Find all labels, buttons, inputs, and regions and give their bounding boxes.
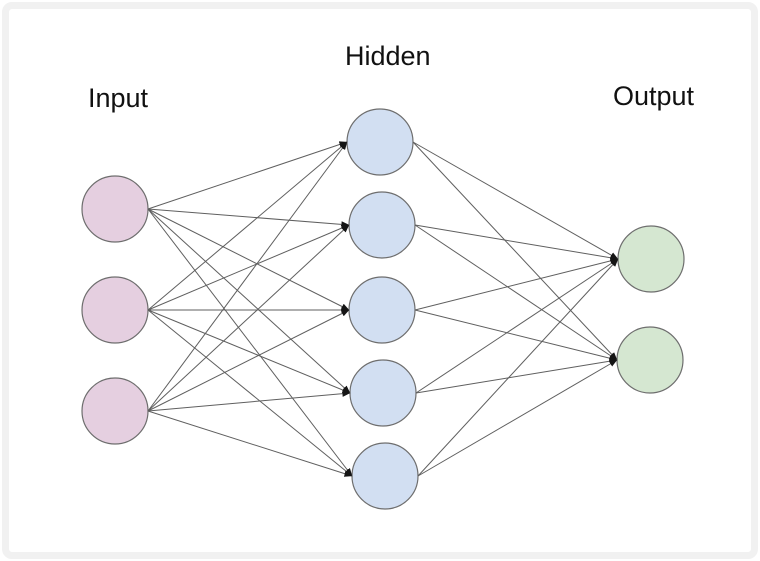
node-hidden-5 [351, 442, 419, 510]
edge-input-3-hidden-1 [147, 141, 348, 412]
edge-input-2-hidden-2 [147, 224, 350, 311]
edge-hidden-5-output-1 [417, 258, 619, 477]
output-layer-label: Output [613, 81, 695, 111]
edge-hidden-4-output-1 [415, 258, 619, 394]
node-input-3 [81, 377, 149, 445]
node-hidden-2 [348, 191, 416, 259]
edge-hidden-3-output-2 [414, 309, 618, 362]
edge-hidden-3-output-1 [414, 257, 619, 311]
node-input-2 [81, 276, 149, 344]
hidden-layer-label: Hidden [345, 41, 431, 71]
node-output-1 [617, 225, 685, 293]
node-output-2 [616, 326, 684, 394]
node-hidden-1 [346, 108, 414, 176]
edge-input-1-hidden-1 [147, 141, 348, 210]
edge-input-1-hidden-4 [147, 208, 351, 394]
edge-hidden-4-output-2 [415, 358, 618, 394]
edge-input-2-hidden-1 [147, 141, 348, 311]
edge-hidden-1-output-2 [412, 141, 618, 361]
input-layer-label: Input [88, 83, 149, 113]
edge-input-3-hidden-4 [147, 390, 351, 412]
node-input-1 [81, 175, 149, 243]
edge-input-2-hidden-4 [147, 309, 351, 394]
edge-hidden-2-output-1 [414, 224, 619, 261]
edge-input-1-hidden-2 [147, 208, 350, 228]
edge-hidden-1-output-1 [412, 141, 619, 260]
node-hidden-4 [349, 359, 417, 427]
edge-hidden-5-output-2 [417, 359, 618, 477]
edge-input-3-hidden-5 [147, 410, 353, 477]
edge-input-2-hidden-5 [147, 309, 353, 477]
edge-hidden-2-output-2 [414, 224, 618, 361]
edge-input-1-hidden-3 [147, 208, 350, 311]
edge-input-3-hidden-2 [147, 224, 350, 412]
node-hidden-3 [348, 276, 416, 344]
edge-input-3-hidden-3 [147, 309, 350, 412]
edge-input-1-hidden-5 [147, 208, 353, 477]
